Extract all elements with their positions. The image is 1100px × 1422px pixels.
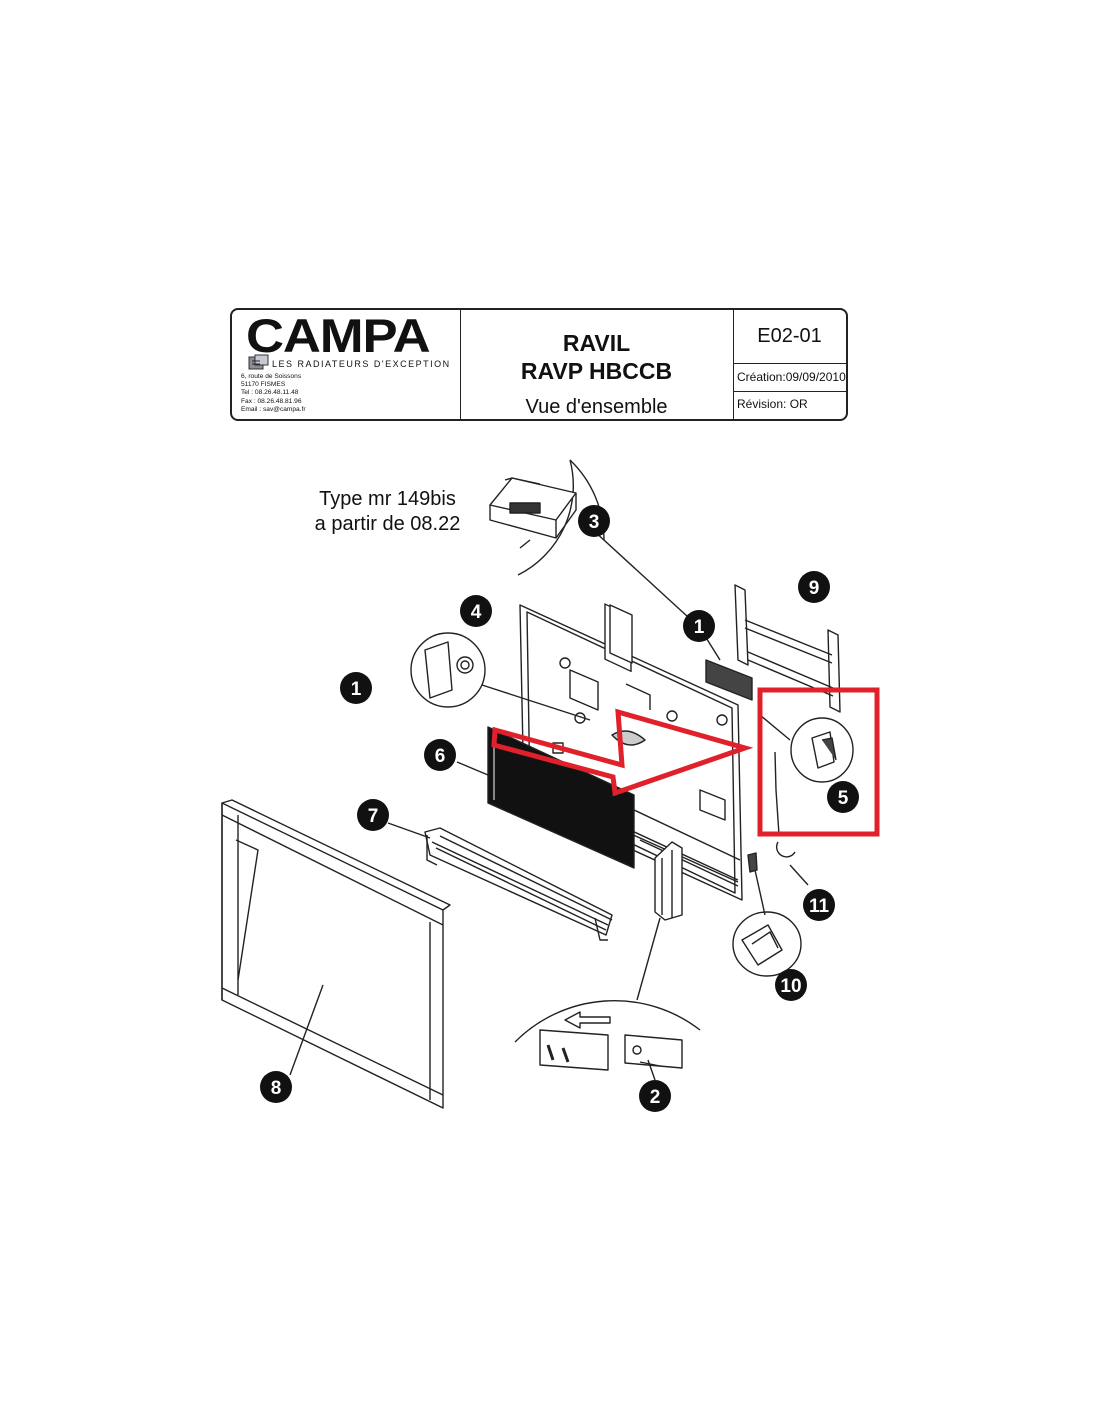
detail-circle-5 [790,717,854,783]
divider [733,363,846,364]
svg-text:10: 10 [780,976,801,997]
callout-1-left: 1 [340,672,372,704]
svg-text:7: 7 [368,806,379,827]
creation-date: Création:09/09/2010 [737,370,846,384]
view-title: Vue d'ensemble [525,396,668,418]
callout-3: 3 [578,505,610,537]
address-line: Email : sav@campa.fr [241,405,306,413]
title-cell: RAVIL RAVP HBCCB Vue d'ensemble [460,310,734,419]
title-block: CAMPA LES RADIATEURS D'EXCEPTION 6, rout… [230,308,848,421]
front-frame [221,799,451,1109]
detail-circle-4 [410,632,486,708]
callout-11: 11 [803,889,835,921]
divider [733,391,846,392]
svg-text:6: 6 [435,746,446,767]
callout-9: 9 [798,571,830,603]
callout-4: 4 [460,595,492,627]
svg-text:3: 3 [589,512,600,533]
address-line: 6, route de Soissons [241,373,302,380]
back-panel [519,603,743,901]
highlight-box [757,687,880,837]
svg-text:11: 11 [809,896,830,917]
callout-7: 7 [357,799,389,831]
address-line: 51170 FISMES [241,381,286,389]
detail-circle-2 [514,1000,701,1043]
logo-cell: CAMPA LES RADIATEURS D'EXCEPTION 6, rout… [232,310,461,419]
thermostat-box [489,477,577,549]
note-line: Type mr 149bis [319,488,456,510]
side-profile [654,841,683,921]
heating-element [487,726,635,869]
highlight-arrow [491,708,754,797]
reference-cell: E02-01 Création:09/09/2010 Révision: OR [733,310,846,419]
detail-circle-10 [732,911,802,977]
svg-text:5: 5 [838,788,849,809]
model-note: Type mr 149bis a partir de 08.22 [300,487,475,537]
revision: Révision: OR [737,397,808,411]
callout-10: 10 [775,969,807,1001]
svg-text:1: 1 [694,617,705,638]
svg-text:9: 9 [809,578,820,599]
svg-text:1: 1 [351,679,362,700]
address-line: Fax : 08.26.48.81.96 [241,397,302,405]
svg-text:8: 8 [271,1078,282,1099]
company-address: 6, route de Soissons 51170 FISMES Tel : … [241,373,306,414]
brand-logo: CAMPA [246,309,431,362]
model-title: RAVIL [562,330,631,356]
callout-8: 8 [260,1071,292,1103]
svg-text:4: 4 [471,602,482,623]
svg-text:2: 2 [650,1087,661,1108]
address-line: Tel : 08.26.48.11.48 [241,389,299,397]
callout-2: 2 [639,1080,671,1112]
control-housing [705,659,753,701]
document-code: E02-01 [757,325,822,347]
callout-5: 5 [827,781,859,813]
callout-6: 6 [424,739,456,771]
model-subtitle: RAVP HBCCB [520,358,673,384]
campa-logo-mark-icon [248,354,269,370]
bottom-profile [424,827,613,941]
callout-1-top: 1 [683,610,715,642]
note-line: a partir de 08.22 [314,513,461,535]
brand-tagline: LES RADIATEURS D'EXCEPTION [272,359,451,369]
